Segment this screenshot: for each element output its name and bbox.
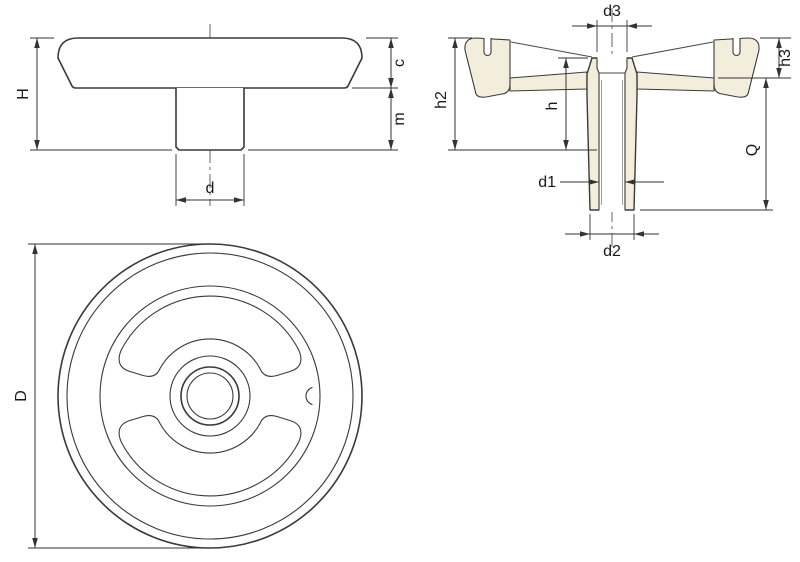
section-view: d3 h3 Q h2 h [433,3,794,260]
hub-side [175,87,245,151]
dimension-h3: h3 [718,37,794,79]
dim-label-D: D [13,390,30,402]
hub-bore-outer-circle [180,366,240,426]
rim-underside-circle [99,285,321,507]
dim-label-d1: d1 [538,174,556,191]
rim-slot-left [483,38,492,57]
dim-label-d3: d3 [603,3,621,20]
spoke-top-edge-right [631,41,714,58]
spoke-opening-top [118,295,302,377]
hub-bore-inner-circle [186,372,234,420]
web-section-right [636,71,715,92]
dimension-m: m [248,88,408,151]
spoke-top-edge-left [510,41,593,58]
dim-label-m: m [391,112,408,125]
wheel-rim-inner-edge [66,252,354,540]
rim-section-right [713,37,760,98]
hub-bore [597,56,627,212]
rim-notch [305,386,313,406]
dim-label-c: c [391,59,408,67]
dimension-Q: Q [640,78,773,211]
dim-label-Q: Q [744,144,761,156]
wheel-rim-side [57,37,363,89]
rim-slot-right [732,38,741,57]
dimension-H: H [15,37,172,151]
dimension-d3: d3 [572,3,652,52]
dimension-h: h [544,57,588,150]
web-section-left [509,71,588,92]
dimension-D: D [13,243,205,549]
bore-wall-right [624,57,628,211]
hub-boss-circle [169,355,251,437]
dim-label-h: h [544,102,561,111]
front-view: D [13,243,363,549]
dim-label-h3: h3 [777,49,794,67]
dim-label-d: d [206,180,215,197]
side-view: H c m d [15,24,408,206]
spoke-opening-bottom [118,415,302,497]
bore-wall-left [596,57,600,211]
rim-section-left [464,37,511,98]
dimension-c: c [352,37,408,89]
dim-label-H: H [15,88,32,100]
dimension-d1: d1 [538,174,664,191]
dim-label-d2: d2 [603,243,621,260]
dimension-d2: d2 [565,214,659,260]
dim-label-h2: h2 [433,91,450,109]
dimension-d: d [175,154,245,206]
dimension-h2: h2 [433,37,597,151]
